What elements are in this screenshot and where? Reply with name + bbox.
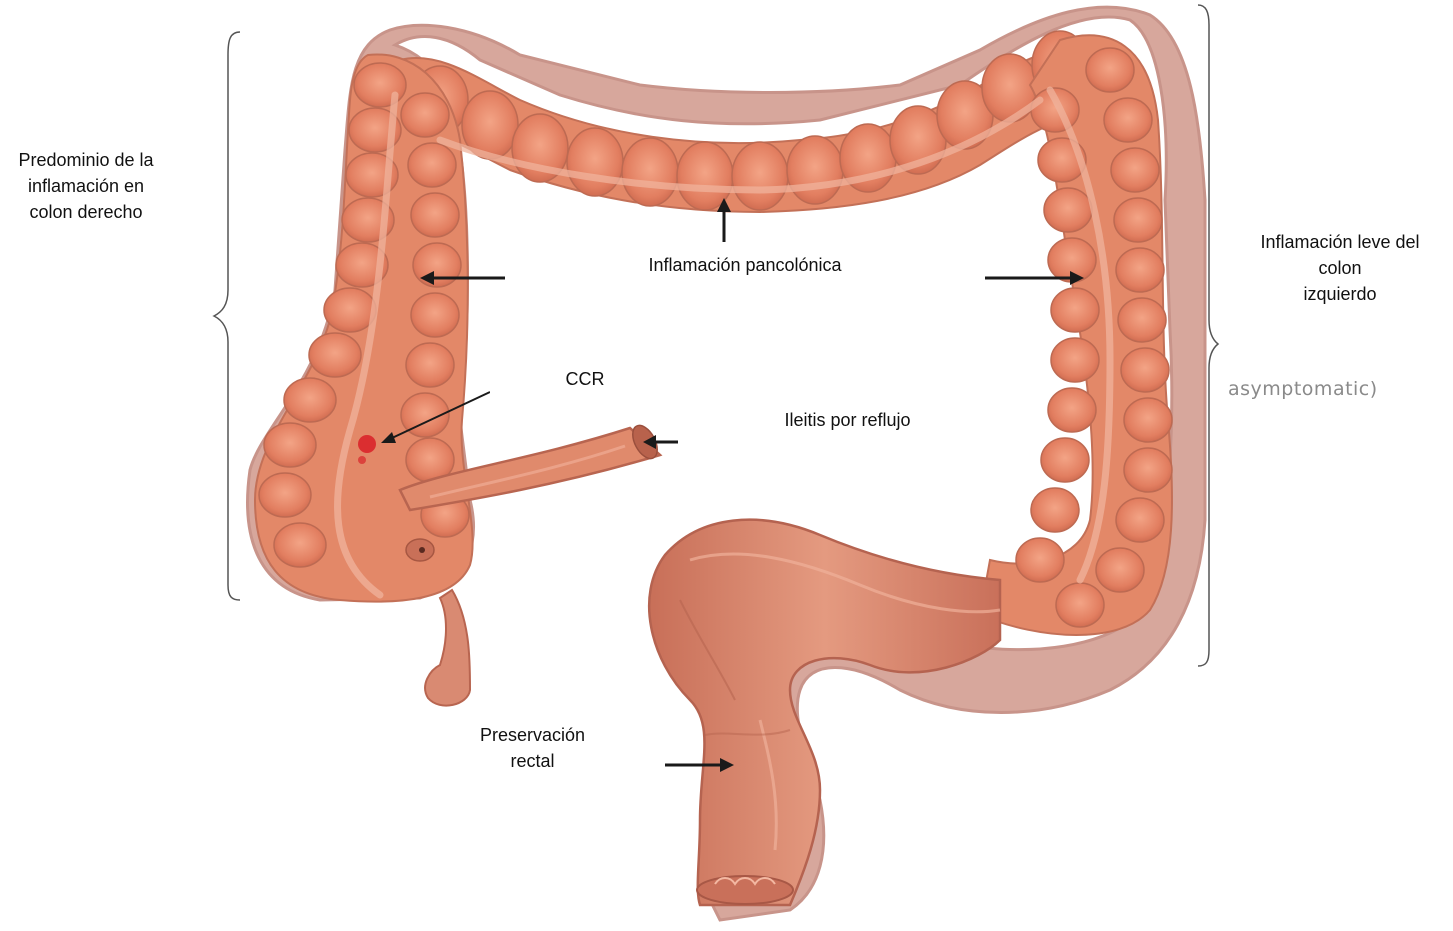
bracket-left [214,32,240,600]
haustrum [354,63,406,107]
haustrum [411,293,459,337]
haustrum [1086,48,1134,92]
haustrum [1016,538,1064,582]
haustrum [1121,348,1169,392]
haustrum [309,333,361,377]
faded-overlay-text: asymptomatic) [1228,378,1378,400]
haustrum [1114,198,1162,242]
label-ileitis: Ileitis por reflujo [765,407,930,433]
haustrum [567,128,623,196]
haustrum [264,423,316,467]
haustrum [324,288,376,332]
haustrum [1044,188,1092,232]
haustrum [1111,148,1159,192]
label-rectal: Preservación rectal [470,722,595,774]
label-line: Inflamación leve del [1245,229,1435,255]
haustrum [1031,488,1079,532]
label-ccr: CCR [555,366,615,392]
haustrum [1096,548,1144,592]
label-line: Preservación [470,722,595,748]
label-line: izquierdo [1245,281,1435,307]
haustrum [284,378,336,422]
haustrum [1124,448,1172,492]
haustrum [1041,438,1089,482]
label-line: Ileitis por reflujo [765,407,930,433]
label-line: Predominio de la [6,147,166,173]
haustrum [732,142,788,210]
label-line: CCR [555,366,615,392]
haustrum [411,193,459,237]
haustrum [1116,498,1164,542]
haustrum [401,93,449,137]
label-line: rectal [470,748,595,774]
label-line: colon [1245,255,1435,281]
haustrum [787,136,843,204]
haustrum [1051,338,1099,382]
label-line: colon derecho [6,199,166,225]
arrow-rectal [665,758,734,772]
haustrum [274,523,326,567]
haustrum [622,138,678,206]
haustrum [1104,98,1152,142]
label-left-colon: Inflamación leve del colon izquierdo [1245,229,1435,307]
haustrum [1048,388,1096,432]
haustrum [1124,398,1172,442]
haustrum [1116,248,1164,292]
haustrum [1051,288,1099,332]
haustrum [408,143,456,187]
haustrum [259,473,311,517]
haustrum [406,343,454,387]
haustrum [1118,298,1166,342]
haustrum [1056,583,1104,627]
label-line: Inflamación pancolónica [625,252,865,278]
haustrum [413,243,461,287]
label-line: inflamación en [6,173,166,199]
label-pancolonic: Inflamación pancolónica [625,252,865,278]
label-right-colon: Predominio de la inflamación en colon de… [6,147,166,225]
